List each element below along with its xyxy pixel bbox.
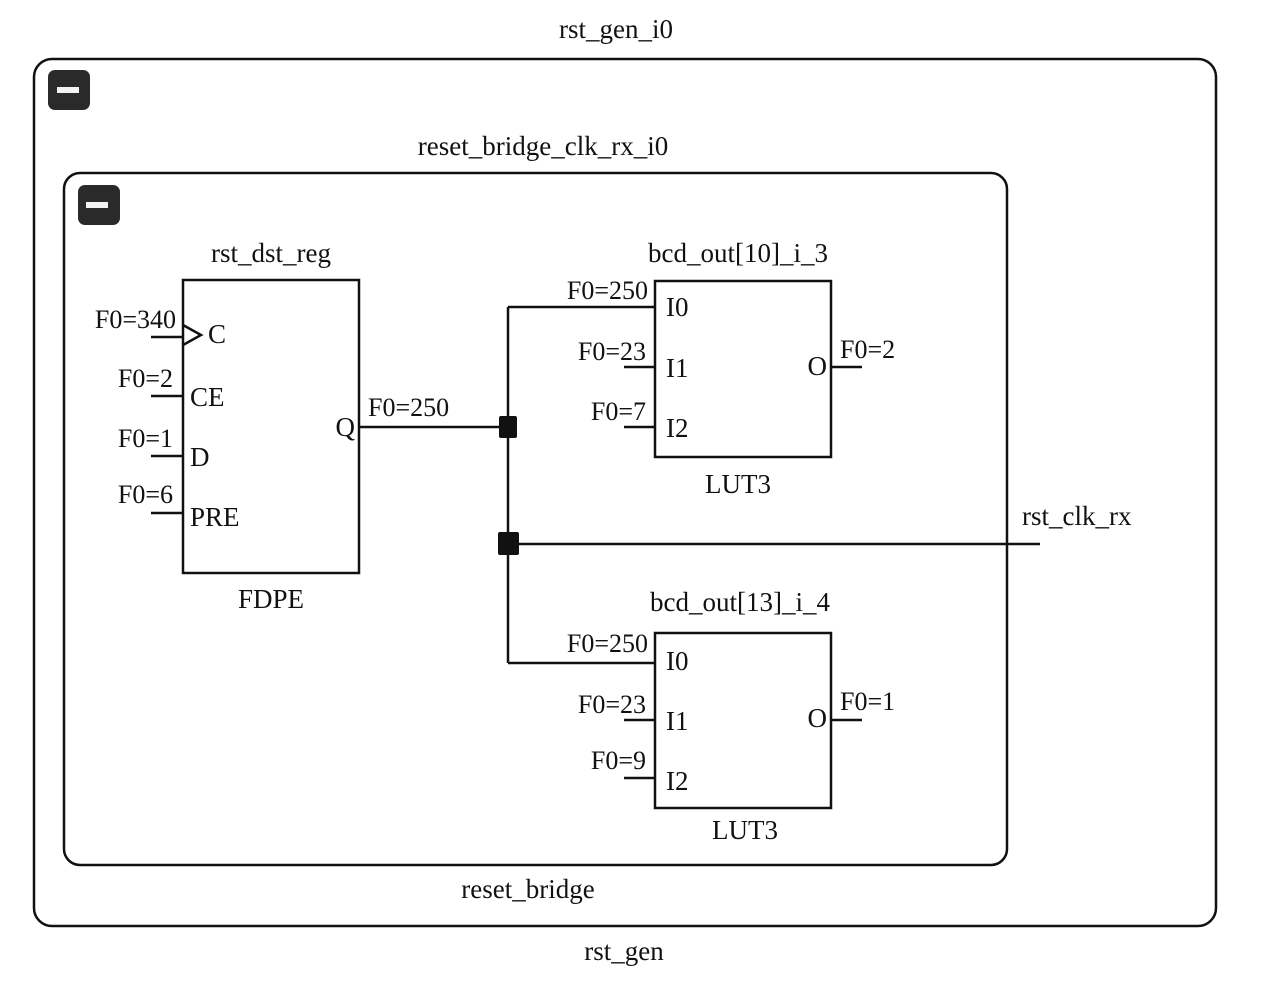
fanout-label-i0: F0=250 — [567, 276, 648, 305]
pin-label-i0: I0 — [666, 292, 689, 322]
cell-type-name: FDPE — [238, 584, 304, 614]
pin-label-q: Q — [336, 412, 356, 442]
module-rst-gen[interactable]: rst_gen_i0 rst_gen — [32, 14, 1218, 966]
net-rst-dst[interactable] — [359, 305, 1040, 665]
module-inner-type-name: reset_bridge — [461, 874, 594, 904]
fanout-label-i1: F0=23 — [578, 337, 646, 366]
module-inner-border[interactable] — [62, 171, 1009, 867]
module-outer-type-name: rst_gen — [584, 936, 664, 966]
fanout-label-o: F0=1 — [840, 687, 895, 716]
module-inner-instance-name: reset_bridge_clk_rx_i0 — [418, 131, 668, 161]
pin-label-o: O — [808, 351, 828, 381]
cell-bcd-out-10-i-3[interactable]: bcd_out[10]_i_3 LUT3 I0 F0=250 I1 F0=23 … — [567, 238, 895, 499]
collapse-minus-icon[interactable] — [48, 70, 90, 110]
pin-label-ce: CE — [190, 382, 225, 412]
pin-label-i2: I2 — [666, 766, 689, 796]
pin-label-pre: PRE — [190, 502, 240, 532]
fanout-label-q: F0=250 — [368, 393, 449, 422]
module-outer-instance-name: rst_gen_i0 — [559, 14, 673, 44]
pin-label-o: O — [808, 703, 828, 733]
fanout-label-i2: F0=7 — [591, 397, 646, 426]
fanout-label-d: F0=1 — [118, 424, 173, 453]
cell-body[interactable] — [653, 279, 833, 459]
clock-triangle-icon — [182, 323, 204, 347]
cell-rst-dst-reg[interactable]: rst_dst_reg FDPE C F0=340 CE F0=2 D F0=1… — [95, 238, 449, 614]
net-junction-dot — [499, 416, 517, 438]
pin-label-d: D — [190, 442, 210, 472]
module-outer-border[interactable] — [32, 57, 1218, 928]
pin-label-i0: I0 — [666, 646, 689, 676]
cell-instance-name: bcd_out[10]_i_3 — [648, 238, 828, 268]
cell-type-name: LUT3 — [705, 469, 771, 499]
fanout-label-i2: F0=9 — [591, 746, 646, 775]
cell-type-name: LUT3 — [712, 815, 778, 845]
fanout-label-c: F0=340 — [95, 305, 176, 334]
collapse-minus-icon[interactable] — [78, 185, 120, 225]
port-label-rst-clk-rx[interactable]: rst_clk_rx — [1022, 501, 1132, 531]
cell-bcd-out-13-i-4[interactable]: bcd_out[13]_i_4 LUT3 I0 F0=250 I1 F0=23 … — [567, 587, 895, 845]
net-junction-dot — [498, 532, 519, 555]
fanout-label-ce: F0=2 — [118, 364, 173, 393]
pin-label-i1: I1 — [666, 706, 689, 736]
cell-instance-name: rst_dst_reg — [211, 238, 331, 268]
fanout-label-i1: F0=23 — [578, 690, 646, 719]
cell-instance-name: bcd_out[13]_i_4 — [650, 587, 830, 617]
fanout-label-o: F0=2 — [840, 335, 895, 364]
pin-label-i2: I2 — [666, 413, 689, 443]
fanout-label-pre: F0=6 — [118, 480, 173, 509]
pin-label-i1: I1 — [666, 353, 689, 383]
module-reset-bridge[interactable]: reset_bridge_clk_rx_i0 reset_bridge — [62, 131, 1009, 904]
pin-label-c: C — [208, 319, 226, 349]
fanout-label-i0: F0=250 — [567, 629, 648, 658]
